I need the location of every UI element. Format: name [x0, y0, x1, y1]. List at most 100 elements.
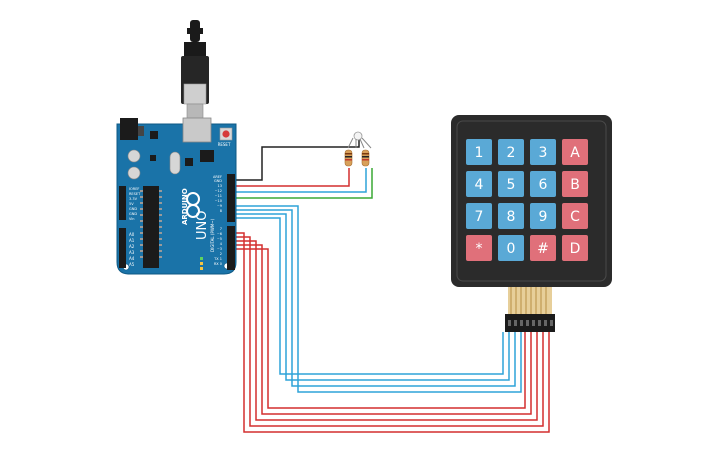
reset-button[interactable] [219, 127, 233, 141]
key-5[interactable]: 5 [498, 171, 524, 197]
pin-label: 2 [220, 252, 222, 256]
wire-keypad-8[interactable] [232, 232, 550, 433]
wire-keypad-7[interactable] [232, 236, 544, 427]
pin-label: ~9 [217, 204, 222, 208]
key-label: 4 [475, 177, 484, 193]
key-label: B [570, 177, 580, 193]
key-3[interactable]: 3 [530, 139, 556, 165]
key-4[interactable]: 4 [466, 171, 492, 197]
key-label: D [570, 241, 581, 257]
wire-led-green[interactable] [232, 168, 373, 199]
pin-label: RESET [129, 192, 141, 196]
pin-label: 8 [220, 209, 222, 213]
key-b[interactable]: B [562, 171, 588, 197]
key-label: 7 [475, 209, 484, 225]
power-jack [120, 118, 138, 140]
key-c[interactable]: C [562, 203, 588, 229]
key-0[interactable]: 0 [498, 235, 524, 261]
wire-keypad-6[interactable] [232, 240, 538, 421]
led-body-icon [353, 131, 363, 141]
key-label: * [476, 241, 483, 257]
key-label: 8 [507, 209, 516, 225]
pin-label: 4 [220, 242, 223, 246]
key-d[interactable]: D [562, 235, 588, 261]
keypad-4x4[interactable]: 1 2 3 A 4 5 6 B 7 8 9 C * 0 # D [451, 115, 612, 332]
brand-label: ARDUINO [181, 188, 189, 225]
pin-label: ~5 [217, 237, 222, 241]
key-label: A [570, 145, 580, 161]
wire-keypad-0[interactable] [232, 217, 504, 375]
pin-label: A0 [129, 232, 135, 237]
key-label: 1 [475, 145, 484, 161]
key-8[interactable]: 8 [498, 203, 524, 229]
key-star[interactable]: * [466, 235, 492, 261]
analog-pin-labels: A0 A1 A2 A3 A4 A5 [129, 232, 135, 267]
usb-port [182, 117, 212, 143]
key-label: 6 [539, 177, 548, 193]
model-label: UNO [195, 211, 210, 240]
key-label: 3 [539, 145, 548, 161]
pin-label: AREF [213, 175, 222, 179]
pin-label: GND [129, 207, 137, 211]
key-label: # [537, 241, 549, 257]
keypad-keys: 1 2 3 A 4 5 6 B 7 8 9 C * 0 # D [466, 139, 588, 261]
pin-label: TX 1 [213, 257, 222, 261]
pin-label: ~12 [215, 189, 222, 193]
key-7[interactable]: 7 [466, 203, 492, 229]
wire-led-gnd[interactable] [232, 140, 360, 181]
pin-label: GND [214, 179, 222, 183]
resistor-2-icon[interactable] [361, 149, 370, 167]
pin-label: A2 [129, 244, 135, 249]
pin-label: A4 [129, 256, 135, 261]
wire-led-blue[interactable] [232, 168, 367, 193]
arduino-logo-icon [186, 192, 200, 218]
keypad-ribbon [505, 287, 555, 332]
wire-keypad-5[interactable] [232, 244, 532, 415]
wire-keypad-4[interactable] [232, 248, 526, 409]
atmega-chip [143, 186, 159, 268]
key-label: 0 [507, 241, 516, 257]
pin-label: Vin [129, 217, 135, 221]
pin-label: 5V [129, 202, 134, 206]
key-1[interactable]: 1 [466, 139, 492, 165]
key-6[interactable]: 6 [530, 171, 556, 197]
resistor-1-icon[interactable] [344, 149, 353, 167]
wire-keypad-2[interactable] [232, 209, 516, 387]
key-2[interactable]: 2 [498, 139, 524, 165]
pin-label: RX 0 [214, 262, 222, 266]
pin-label: ~10 [215, 199, 222, 203]
pin-label: 3.3V [129, 197, 138, 201]
reset-label: RESET [218, 142, 231, 147]
keypad-wires [232, 205, 550, 433]
key-hash[interactable]: # [530, 235, 556, 261]
wire-led-red[interactable] [232, 168, 350, 187]
power-pin-labels: IOREF RESET 3.3V 5V GND GND Vin [129, 187, 141, 221]
pin-label: ~6 [217, 232, 222, 236]
pin-label: ~11 [215, 194, 222, 198]
keypad-connector[interactable] [505, 314, 555, 332]
pin-label: 13 [218, 184, 222, 188]
led-wires [232, 140, 373, 199]
key-label: 9 [539, 209, 548, 225]
digital-label: DIGITAL (PWM~) [210, 218, 215, 252]
pin-label: A5 [129, 262, 135, 267]
pin-label: IOREF [129, 187, 139, 191]
pin-label: 7 [220, 227, 222, 231]
key-a[interactable]: A [562, 139, 588, 165]
pin-label: ~3 [217, 247, 222, 251]
key-label: 2 [507, 145, 516, 161]
key-9[interactable]: 9 [530, 203, 556, 229]
wire-keypad-3[interactable] [232, 205, 522, 393]
pin-label: A3 [129, 250, 135, 255]
usb-cable [181, 20, 209, 129]
arduino-uno-board[interactable]: RESET AREF GND 1 [116, 117, 237, 275]
key-label: C [570, 209, 580, 225]
rgb-led[interactable] [344, 131, 372, 167]
digital-pin-labels: AREF GND 13 ~12 ~11 ~10 ~9 8 7 ~6 ~5 4 ~… [213, 175, 223, 266]
pin-label: GND [129, 212, 137, 216]
key-label: 5 [507, 177, 516, 193]
pin-label: A1 [129, 238, 135, 243]
wire-keypad-1[interactable] [232, 213, 510, 381]
